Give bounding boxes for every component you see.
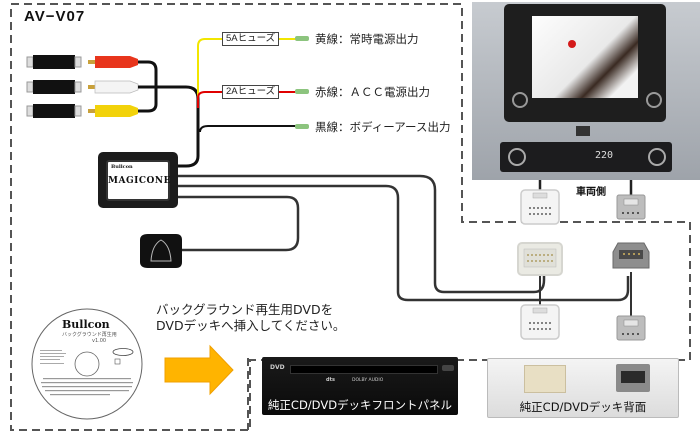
climate-readout: 220: [595, 150, 614, 161]
rca-plug-red: [88, 56, 138, 68]
product-model-title: AV−V07: [24, 8, 86, 25]
red-wire-label: 赤線：ＡＣＣ電源出力: [315, 85, 430, 99]
disc-brand: Bullcon: [62, 318, 110, 331]
disc-slot[interactable]: [290, 365, 438, 374]
harness-white-connector: [517, 242, 563, 276]
insert-arrow: [164, 344, 234, 396]
dvd-deck-front-panel: DVD dts DOLBY AUDIO 純正CD/DVDデッキフロントパネル: [262, 357, 458, 415]
eject-button[interactable]: [442, 365, 454, 371]
dolby-logo: DOLBY AUDIO: [352, 378, 384, 383]
head-unit-display: [504, 4, 666, 122]
main-dashed-border: [10, 3, 691, 431]
instruction-text: バックグラウンド再生用DVDを DVDデッキへ挿入してください。: [156, 302, 345, 334]
rca-plug-white: [88, 80, 139, 94]
unit-brand: Bullcon: [111, 164, 133, 170]
climate-knob-right: [648, 148, 666, 166]
dvd-deck-rear-panel: 純正CD/DVDデッキ背面: [487, 358, 679, 418]
rear-white-connector-port: [524, 365, 566, 393]
harness-cable-middle: [178, 184, 630, 302]
rca-cable: [138, 60, 200, 118]
harness-cable-lower: [178, 195, 300, 252]
fuse-5a-label: 5Aヒューズ: [222, 32, 280, 46]
harness-gray-connector-bottom: [616, 315, 646, 341]
rca-coupler-1: [26, 55, 82, 69]
rca-coupler-2: [26, 80, 82, 94]
rca-couplers: [26, 55, 82, 118]
disc-version: v1.00: [92, 338, 107, 344]
remote-sensor: [140, 234, 182, 268]
red-wire-terminal: [295, 89, 309, 94]
instruction-line-1: バックグラウンド再生用DVDを: [156, 302, 334, 317]
deck-front-caption: 純正CD/DVDデッキフロントパネル: [267, 398, 453, 412]
black-wire: [199, 125, 296, 133]
harness-white-connector-bottom: [520, 304, 560, 340]
volume-knob: [512, 92, 528, 108]
black-wire-terminal: [295, 124, 309, 129]
disc-subtitle: バックグラウンド再生用: [62, 332, 117, 338]
instruction-line-2: DVDデッキへ挿入してください。: [156, 318, 346, 333]
vehicle-gray-connector: [616, 194, 646, 220]
vehicle-dashboard-photo: 220: [472, 2, 700, 180]
screen-image: [532, 16, 638, 98]
vehicle-side-label: 車両側: [576, 187, 606, 198]
rca-plug-yellow: [88, 105, 138, 117]
deck-rear-caption: 純正CD/DVDデッキ背面: [519, 400, 647, 414]
climate-knob-left: [508, 148, 526, 166]
tune-knob: [646, 92, 662, 108]
unit-label-panel: Bullcon MAGICONE: [106, 160, 170, 201]
yellow-wire-terminal: [295, 36, 309, 41]
rear-gray-connector-port: [616, 364, 650, 392]
main-harness: [178, 110, 200, 168]
dts-logo: dts: [326, 377, 335, 383]
climate-panel: 220: [500, 142, 672, 172]
unit-product-name: MAGICONE: [108, 176, 171, 186]
rose-icon: [568, 40, 576, 48]
black-wire-label: 黒線：ボディーアース出力: [315, 120, 451, 134]
rca-coupler-3: [26, 104, 82, 118]
magicone-unit: Bullcon MAGICONE: [98, 152, 178, 208]
vehicle-white-connector: [520, 189, 560, 225]
yellow-wire-label: 黄線：常時電源出力: [315, 32, 419, 46]
harness-cable-upper: [178, 174, 546, 294]
harness-gray-connector: [612, 242, 650, 269]
dvd-logo: DVD: [270, 364, 285, 371]
hazard-button: [576, 126, 590, 136]
dvd-disc: [31, 308, 143, 420]
fuse-2a-label: 2Aヒューズ: [222, 85, 280, 99]
